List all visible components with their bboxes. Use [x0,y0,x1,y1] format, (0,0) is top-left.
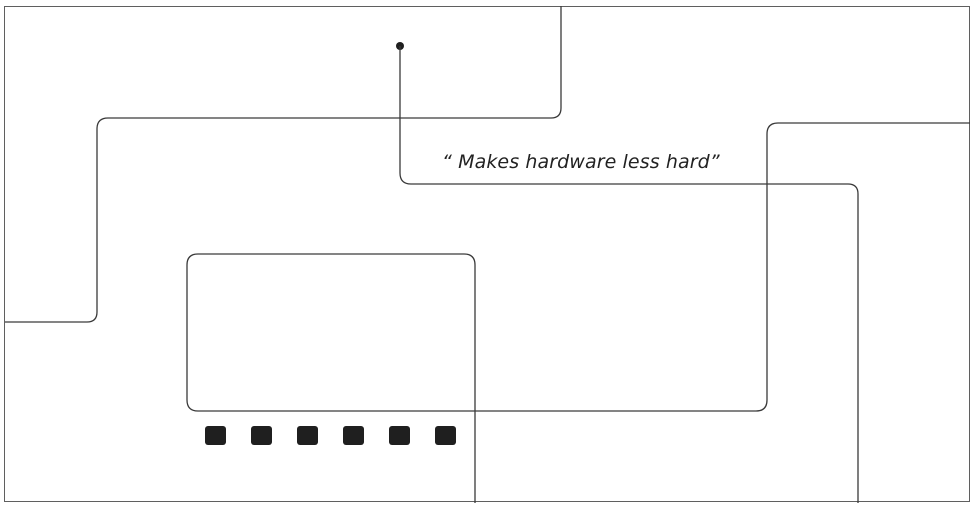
circuit-trace-center [399,46,859,503]
chip-outline-left [186,122,970,412]
circuit-trace-top-left [5,6,562,323]
illustration-frame [4,6,970,502]
chip-pins [205,426,456,445]
chip-pin [297,426,318,445]
chip-pin [205,426,226,445]
chip-pin [251,426,272,445]
chip-outline [198,253,476,503]
chip-pin [343,426,364,445]
chip-pin [435,426,456,445]
tagline-text: “ Makes hardware less hard” [442,151,720,173]
chip-pin [389,426,410,445]
